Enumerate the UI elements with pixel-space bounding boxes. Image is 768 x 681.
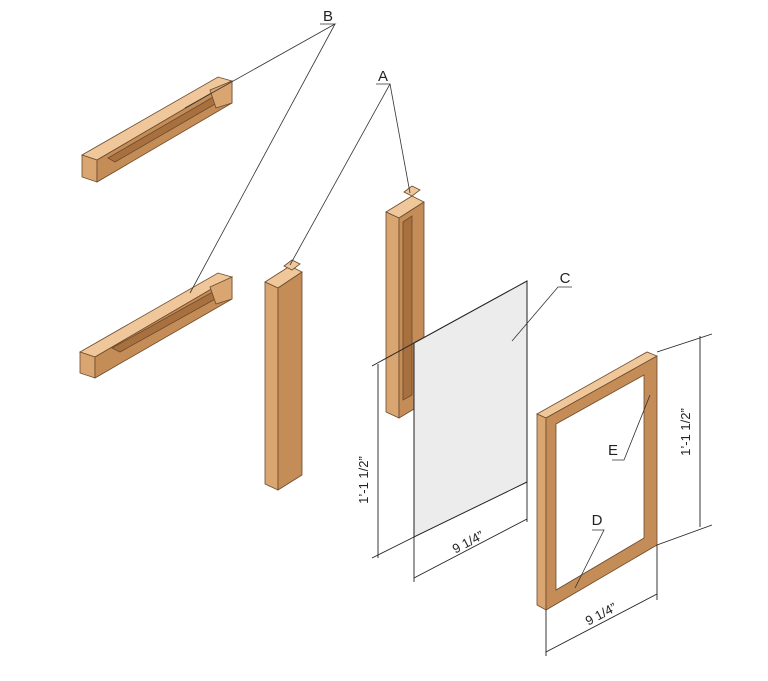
leader-lines — [184, 23, 651, 589]
glass-frame-d-e — [536, 351, 658, 611]
label-a: A — [378, 68, 388, 85]
dim-frame-width: 9 1/4” — [583, 600, 619, 629]
dim-glass-width: 9 1/4” — [450, 528, 486, 557]
stile-a-left — [264, 259, 303, 491]
rail-b-upper — [81, 76, 234, 183]
glass-pane-c — [413, 280, 528, 538]
label-b: B — [323, 8, 333, 25]
label-d: D — [592, 512, 603, 529]
label-e: E — [608, 442, 618, 459]
stile-a-right — [385, 185, 425, 419]
dim-frame-height: 1’-1 1/2” — [678, 408, 693, 456]
rail-b-lower — [79, 272, 234, 379]
label-c: C — [560, 270, 571, 287]
dim-glass-height: 1’-1 1/2” — [356, 456, 371, 504]
dimension-lines — [371, 333, 713, 656]
